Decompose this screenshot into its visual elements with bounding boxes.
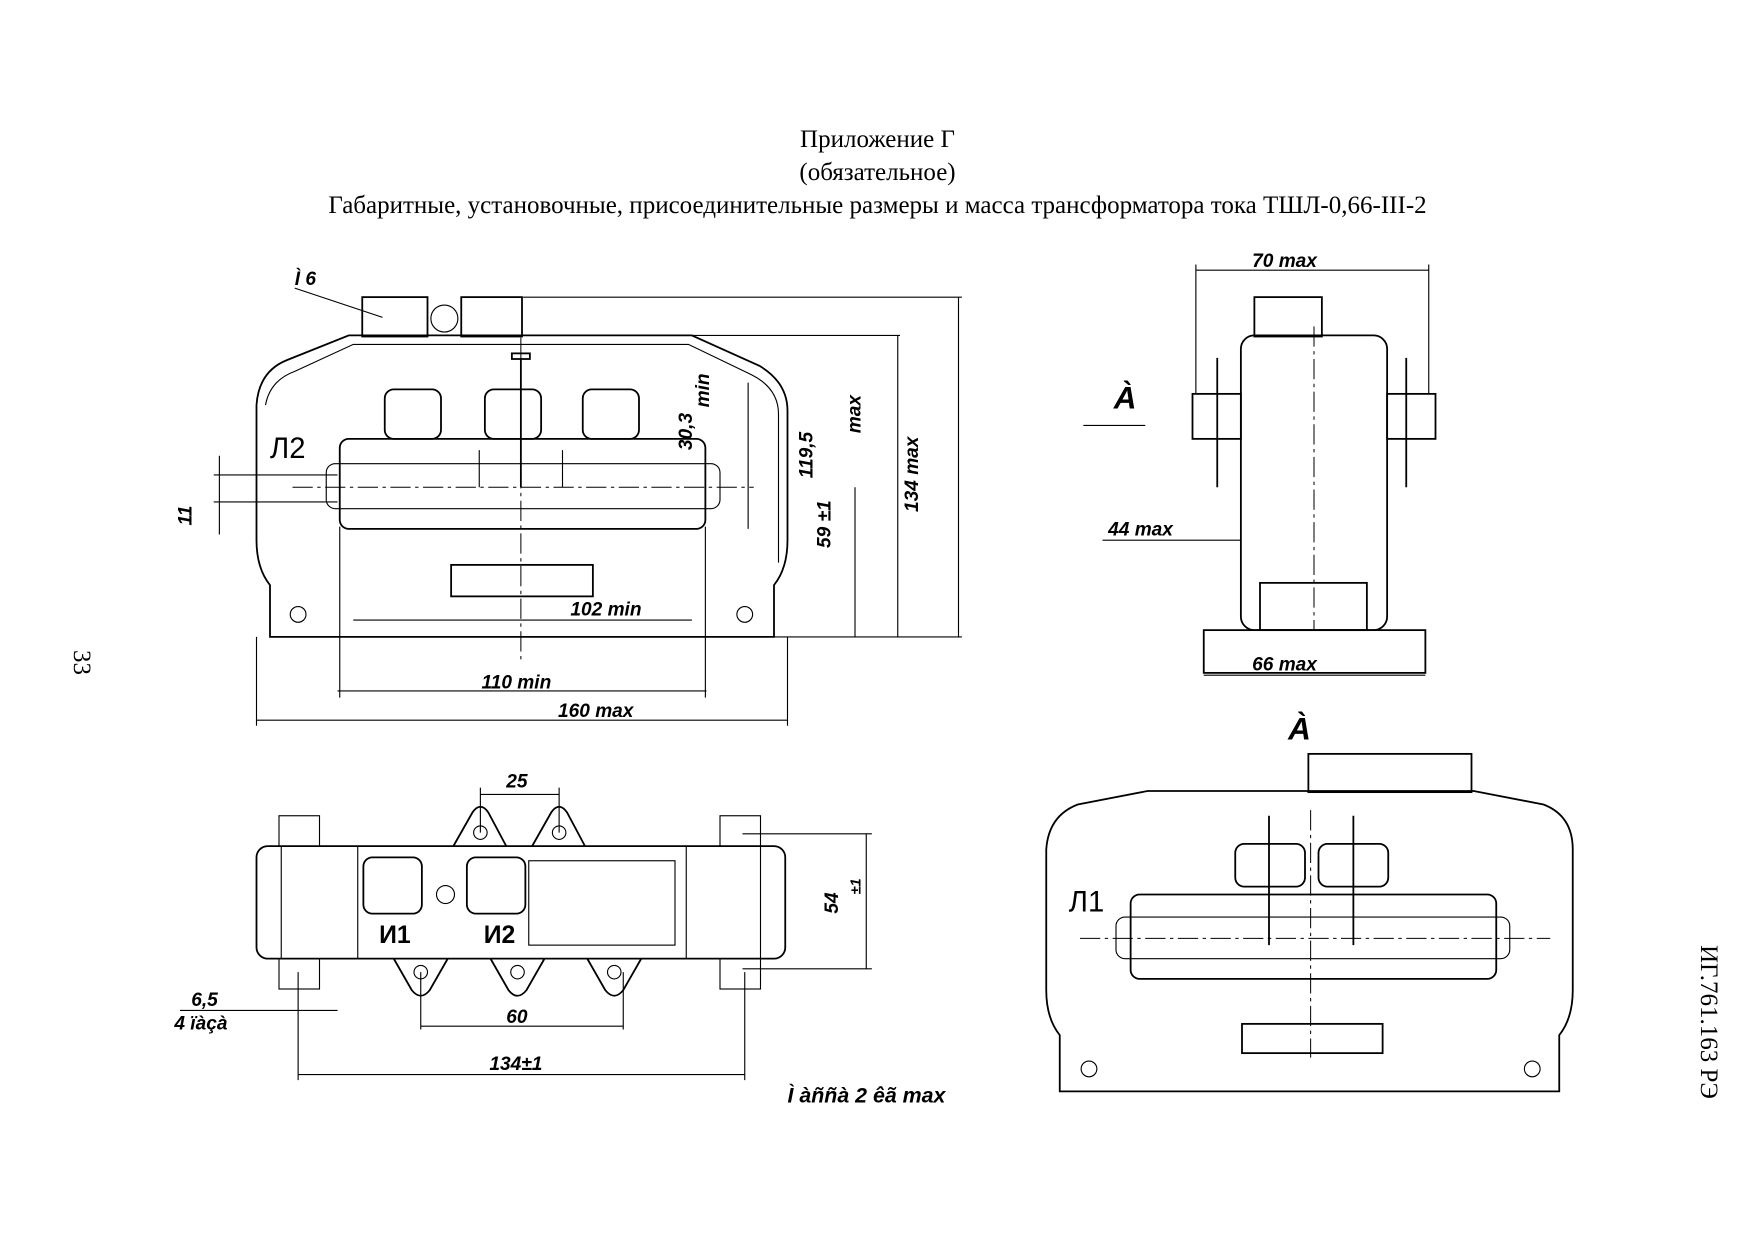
dim-134-tol: 134±1 [489, 1054, 542, 1075]
dim-11: 11 [175, 506, 196, 526]
appendix-status: (обязательное) [799, 159, 956, 186]
terminal-label-l1: Л1 [1069, 886, 1104, 918]
terminal-label-i2: И2 [484, 922, 516, 949]
mass-note: Ì àññà 2 êã max [788, 1083, 947, 1108]
dim-54: 54 [822, 892, 843, 914]
dim-66-max: 66 max [1252, 655, 1318, 676]
dim-60: 60 [506, 1007, 528, 1028]
view-a: À Л1 [1045, 710, 1574, 1093]
side-view: 70 max À 44 max 66 max [1083, 251, 1437, 676]
dim-102-min: 102 min [570, 600, 641, 621]
dim-25: 25 [505, 772, 528, 793]
dim-54-tolerance: ±1 [849, 878, 865, 894]
dim-70-max: 70 max [1252, 251, 1318, 272]
appendix-heading: Приложение Г [800, 126, 955, 153]
front-view: Ì 6 Л2 30,3 min 119,5 max 134 max 11 59 … [175, 268, 962, 726]
view-a-title: À [1287, 710, 1311, 746]
terminal-label-l2: Л2 [270, 433, 305, 465]
callout-label: Ì 6 [295, 268, 317, 290]
dim-6-5: 6,5 [191, 990, 218, 1011]
dim-110-min: 110 min [482, 673, 552, 694]
dim-119-5-suffix: max [845, 394, 866, 434]
view-a-marker: À [1113, 380, 1137, 416]
dim-134-max: 134 max [902, 435, 923, 512]
drawing-title: Габаритные, установочные, присоединитель… [328, 192, 1427, 219]
dim-59: 59 ±1 [814, 500, 835, 548]
dim-30-3: 30,3 [676, 413, 697, 451]
holes-count: 4 ïàçà [173, 1014, 228, 1035]
dim-44-max: 44 max [1107, 520, 1174, 541]
dim-160-max: 160 max [558, 701, 635, 722]
dim-119-5: 119,5 [796, 431, 817, 478]
dim-30-3-suffix: min [693, 373, 714, 407]
top-view: 25 И1 И2 54 ±1 6,5 4 ïàçà 60 134±1 Ì àññ… [173, 772, 946, 1108]
terminal-label-i1: И1 [379, 922, 411, 949]
